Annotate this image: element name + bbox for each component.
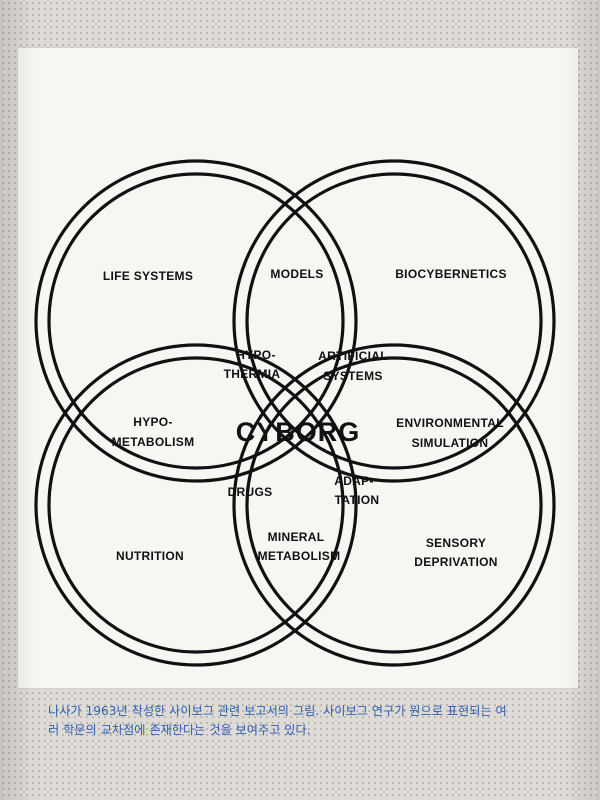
circle-top-right-inner xyxy=(245,172,543,470)
circle-top-right xyxy=(232,159,556,483)
label-mineral-metabolism-line2: METABOLISM xyxy=(258,549,341,563)
label-mineral-metabolism-line1: MINERAL xyxy=(268,530,325,544)
label-artificial-systems-line2: SYSTEMS xyxy=(323,369,382,383)
circle-bottom-left-inner xyxy=(47,356,345,654)
label-hypo-metabolism-line2: METABOLISM xyxy=(112,435,195,449)
figure-caption: 나사가 1963년 작성한 사이보그 관련 보고서의 그림. 사이보그 연구가 … xyxy=(48,702,578,740)
label-drugs: DRUGS xyxy=(228,485,273,499)
label-adaptation-line2: TATION xyxy=(335,493,380,507)
circle-top-left xyxy=(34,159,358,483)
label-biocybernetics: BIOCYBERNETICS xyxy=(395,267,507,281)
label-environmental-simulation-line2: SIMULATION xyxy=(412,436,489,450)
label-sensory-deprivation-line1: SENSORY xyxy=(426,536,486,550)
label-sensory-deprivation-line2: DEPRIVATION xyxy=(414,555,498,569)
venn-circles xyxy=(34,159,556,667)
label-nutrition: NUTRITION xyxy=(116,549,184,563)
circle-bottom-right-inner xyxy=(245,356,543,654)
caption-line-1: 나사가 1963년 작성한 사이보그 관련 보고서의 그림. 사이보그 연구가 … xyxy=(48,704,507,718)
label-models: MODELS xyxy=(270,267,323,281)
caption-line-2: 러 학문의 교차점에 존재한다는 것을 보여주고 있다. xyxy=(48,723,311,737)
label-environmental-simulation-line1: ENVIRONMENTAL xyxy=(396,416,504,430)
label-life-systems: LIFE SYSTEMS xyxy=(103,269,193,283)
label-hypo-metabolism-line1: HYPO- xyxy=(133,415,173,429)
label-artificial-systems-line1: ARTIFICIAL xyxy=(318,349,388,363)
label-adaptation-line1: ADAP- xyxy=(334,474,374,488)
label-hypothermia-line2: THERMIA xyxy=(224,367,281,381)
label-cyborg-center: CYBORG xyxy=(236,417,361,447)
circle-bottom-right xyxy=(232,343,556,667)
circle-top-left-inner xyxy=(47,172,345,470)
circle-bottom-left xyxy=(34,343,358,667)
label-hypothermia-line1: HYPO- xyxy=(236,348,276,362)
